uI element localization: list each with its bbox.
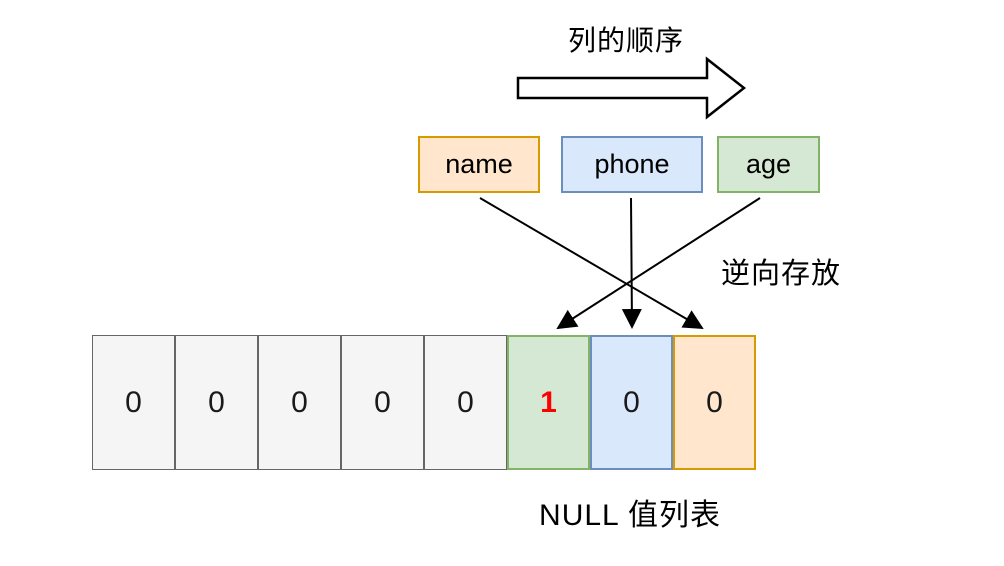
right-arrow-icon xyxy=(516,56,747,120)
null-list-cell-3: 0 xyxy=(258,335,341,470)
column-box-name: name xyxy=(418,136,540,193)
arrow-name-to-cell8 xyxy=(479,197,704,330)
column-box-age: age xyxy=(717,136,820,193)
null-list-caption: NULL 值列表 xyxy=(539,499,721,532)
null-list-cell-2: 0 xyxy=(175,335,258,470)
null-list-cell-4: 0 xyxy=(341,335,424,470)
null-list-cell-7: 0 xyxy=(590,335,673,470)
null-list-cell-5: 0 xyxy=(424,335,507,470)
null-list-cell-1: 0 xyxy=(92,335,175,470)
column-box-phone: phone xyxy=(561,136,703,193)
reverse-storage-label: 逆向存放 xyxy=(721,258,842,290)
null-list-cell-8: 0 xyxy=(673,335,756,470)
null-list-cell-6: 1 xyxy=(507,335,590,470)
arrow-phone-to-cell7 xyxy=(621,197,642,329)
column-order-label: 列的顺序 xyxy=(567,25,684,56)
